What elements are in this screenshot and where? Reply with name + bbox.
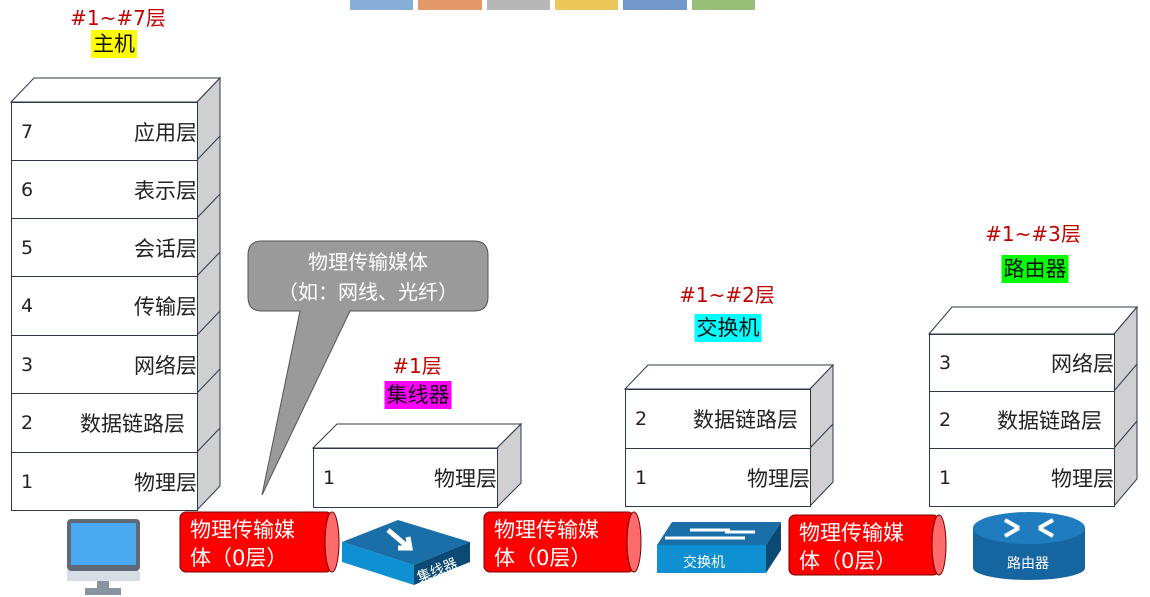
layer-row: 1 物理层 — [625, 448, 811, 507]
layer-row: 3 网络层 — [929, 334, 1115, 392]
layer-num: 5 — [21, 236, 34, 259]
layer-row: 1 物理层 — [313, 448, 498, 508]
layer-row: 5 会话层 — [11, 218, 198, 277]
callout-line1: 物理传输媒体 — [308, 250, 428, 274]
medium-line2: 体（0层） — [190, 546, 288, 570]
layer-row: 1 物理层 — [929, 448, 1115, 507]
media-cylinders — [179, 511, 947, 576]
layer-num: 1 — [939, 466, 952, 489]
layer-num: 2 — [939, 409, 952, 431]
medium-line1: 物理传输媒 — [799, 521, 904, 545]
layer-row: 6 表示层 — [11, 160, 198, 219]
hub-levels: #1层 — [392, 354, 442, 378]
hub-name: 集线器 — [384, 381, 452, 409]
router-levels: #1~#3层 — [985, 222, 1081, 246]
layer-label: 传输层 — [134, 295, 197, 319]
layer-row: 7 应用层 — [11, 102, 198, 161]
layer-num: 6 — [21, 178, 34, 201]
layer-label: 数据链路层 — [997, 409, 1102, 433]
layer-num: 3 — [21, 353, 34, 376]
layer-label: 应用层 — [134, 120, 197, 145]
layer-label: 物理层 — [1051, 466, 1114, 491]
medium-line2: 体（0层） — [799, 549, 897, 573]
color-strip — [350, 0, 755, 10]
layer-num: 2 — [635, 408, 648, 430]
layer-num: 3 — [939, 352, 952, 374]
layer-num: 1 — [21, 470, 34, 493]
layer-num: 4 — [21, 295, 34, 317]
switch-name: 交换机 — [694, 314, 762, 342]
layer-label: 表示层 — [134, 178, 197, 203]
router-name: 路由器 — [1001, 255, 1069, 283]
layer-row: 4 传输层 — [11, 276, 198, 336]
medium-line2: 体（0层） — [494, 546, 592, 570]
hub-icon — [342, 520, 470, 585]
callout-line2: （如：网线、光纤） — [278, 280, 458, 304]
medium-1: 物理传输媒体（0层） — [484, 512, 634, 576]
switch-icon — [657, 522, 781, 573]
layer-label: 会话层 — [134, 236, 197, 261]
layer-label: 物理层 — [747, 466, 810, 491]
layer-label: 数据链路层 — [693, 408, 798, 432]
layer-label: 物理层 — [134, 470, 197, 495]
medium-2: 物理传输媒体（0层） — [789, 515, 939, 579]
layer-label: 物理层 — [434, 467, 497, 491]
layer-num: 1 — [635, 466, 648, 489]
medium-line1: 物理传输媒 — [190, 518, 295, 542]
router-icon-label: 路由器 — [1007, 556, 1049, 572]
medium-line1: 物理传输媒 — [494, 518, 599, 542]
computer-icon — [67, 519, 140, 595]
layer-label: 网络层 — [1051, 352, 1114, 376]
router-icon — [973, 512, 1085, 580]
host-levels: #1~#7层 — [70, 6, 166, 30]
layer-row: 3 网络层 — [11, 335, 198, 394]
callout: 物理传输媒体 （如：网线、光纤） — [248, 247, 488, 307]
layer-row: 2 数据链路层 — [11, 393, 198, 453]
medium-0: 物理传输媒体（0层） — [180, 512, 330, 576]
layer-label: 数据链路层 — [80, 412, 185, 436]
layer-row: 2 数据链路层 — [929, 391, 1115, 449]
switch-icon-label: 交换机 — [683, 555, 725, 571]
layer-num: 2 — [21, 412, 34, 434]
host-name: 主机 — [91, 30, 137, 58]
layer-row: 2 数据链路层 — [625, 389, 811, 449]
layer-num: 7 — [21, 120, 34, 143]
layer-num: 1 — [323, 467, 336, 489]
layer-row: 1 物理层 — [11, 452, 198, 511]
layer-label: 网络层 — [134, 353, 197, 378]
switch-levels: #1~#2层 — [679, 283, 775, 307]
